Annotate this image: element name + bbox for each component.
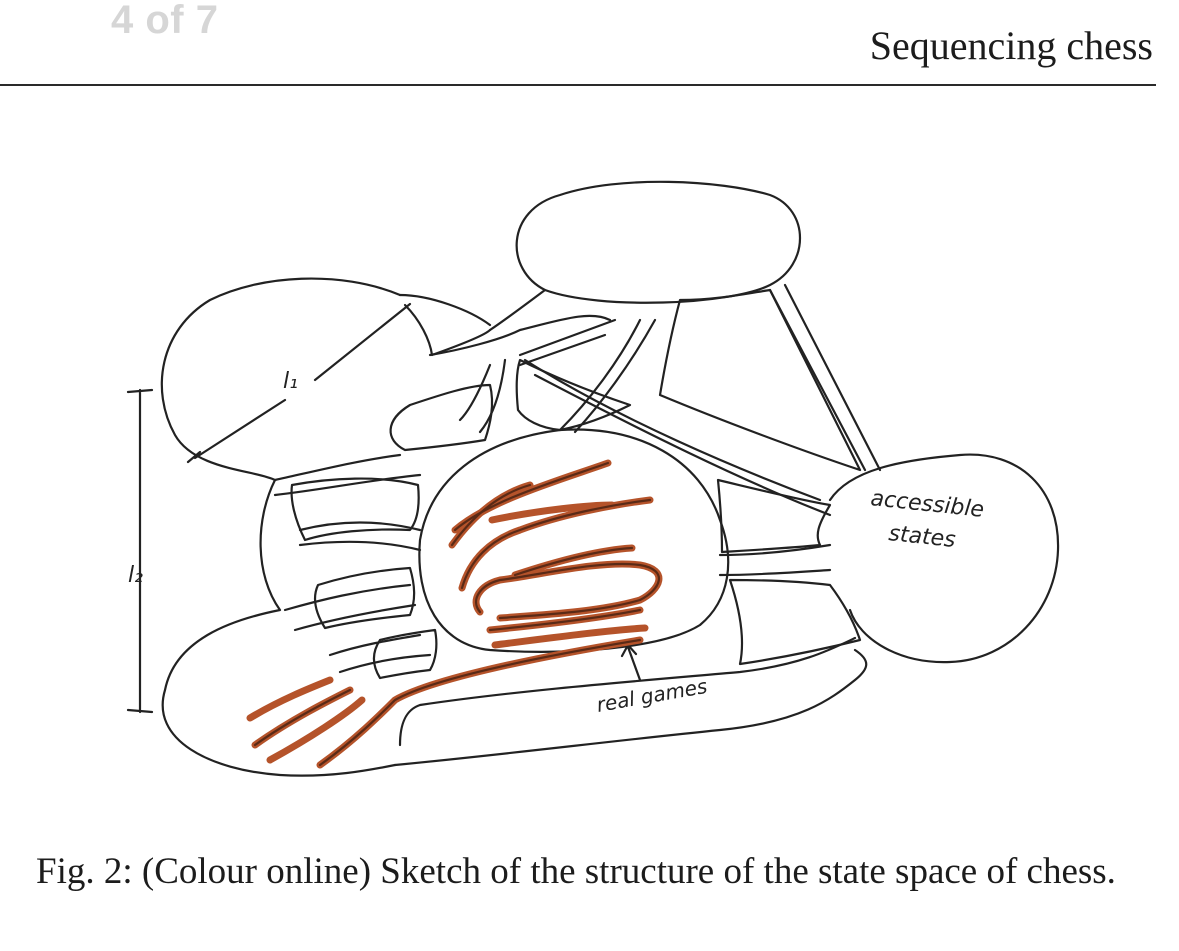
channel	[458, 358, 507, 434]
channel	[523, 358, 832, 517]
page-counter: 4 of 7	[111, 0, 219, 42]
top-cluster	[515, 180, 802, 304]
channel	[283, 583, 417, 632]
accessible-states-label-2: states	[887, 521, 956, 553]
cell	[290, 477, 420, 542]
central-cluster	[418, 428, 730, 653]
cell	[658, 288, 862, 472]
real-games-arrow	[620, 643, 642, 682]
caption-label: Fig. 2:	[36, 851, 133, 892]
channel	[328, 633, 432, 674]
channel	[273, 453, 422, 497]
cell	[403, 303, 492, 357]
bottom-band	[393, 648, 868, 767]
channel	[398, 288, 547, 332]
running-title: Sequencing chess	[869, 23, 1153, 68]
l2-dimension	[126, 388, 154, 714]
right-cluster	[828, 453, 1060, 664]
cell	[389, 383, 494, 452]
accessible-states-label-1: accessible	[869, 486, 985, 523]
channel	[768, 283, 882, 472]
game-trajectory	[246, 676, 334, 722]
left-cluster	[160, 277, 402, 777]
cell	[728, 578, 862, 666]
game-trajectory	[316, 636, 644, 769]
bottom-band-inner	[398, 636, 857, 747]
cell	[716, 478, 832, 554]
cell	[372, 628, 438, 680]
cell	[313, 566, 416, 630]
channel	[558, 318, 657, 434]
game-trajectory	[488, 501, 616, 524]
state-space-outline	[126, 180, 1060, 777]
sketch-svg: l₁ l₂ accessible states real games	[126, 180, 1060, 777]
caption-text: (Colour online) Sketch of the structure …	[141, 851, 1116, 892]
game-trajectory	[458, 496, 654, 592]
state-space-sketch: l₁ l₂ accessible states real games	[0, 150, 1179, 820]
cell	[515, 358, 632, 432]
channel	[518, 318, 617, 367]
channel	[428, 314, 612, 357]
real-games-core	[253, 461, 661, 767]
game-trajectory	[266, 696, 366, 764]
header-rule	[0, 84, 1156, 86]
figure-caption: Fig. 2: (Colour online) Sketch of the st…	[36, 848, 1154, 896]
game-trajectory	[491, 624, 649, 649]
l1-dimension	[186, 302, 412, 464]
l1-label: l₁	[283, 369, 298, 394]
l2-label: l₂	[128, 563, 143, 588]
channel	[718, 543, 832, 577]
channel	[298, 521, 422, 552]
